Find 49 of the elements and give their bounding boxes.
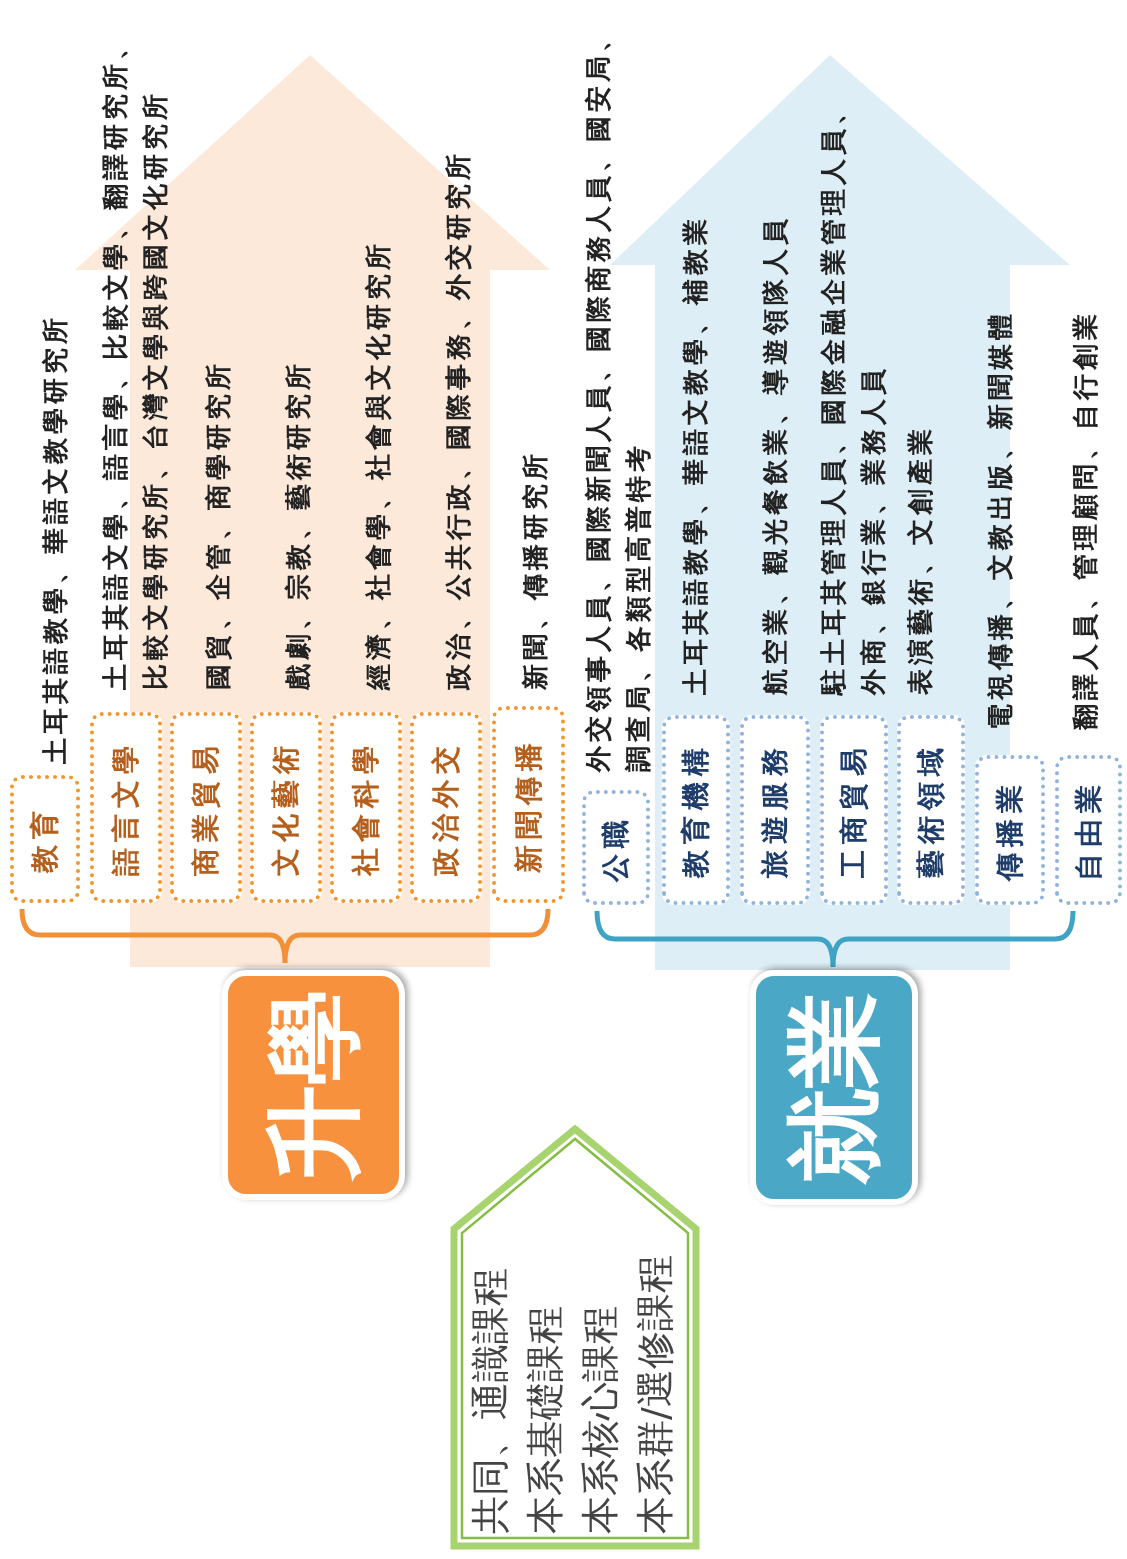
destination-text: 外交領事人員、國際新聞人員、國際商務人員、國安局、調查局、各類型高普特考 xyxy=(582,21,654,772)
category-label: 教育機構 xyxy=(682,742,710,878)
category-box xyxy=(740,715,810,905)
category-label: 社會科學 xyxy=(352,739,380,876)
category-label: 傳播業 xyxy=(996,779,1024,881)
category-box xyxy=(820,715,888,905)
category-box xyxy=(975,755,1045,905)
title-text: 升學 xyxy=(265,989,362,1181)
destination-text: 土耳其語教學、華語文教學、補教業 xyxy=(679,215,711,695)
category-box xyxy=(1055,755,1122,905)
category-label: 藝術領域 xyxy=(917,742,945,878)
category-box xyxy=(90,712,162,903)
category-box xyxy=(170,712,242,903)
category-label: 文化藝術 xyxy=(272,739,300,876)
destination-text: 駐土耳其管理人員、國際金融企業管理人員、外商、銀行業、業務人員 xyxy=(817,94,889,695)
destination-text: 土耳其語文學、語言學、比較文學、翻譯研究所、比較文學研究所、台灣文學與跨國文化研究所 xyxy=(99,29,171,690)
category-box xyxy=(410,712,482,903)
destination-text: 電視傳播、文教出版、新聞媒體 xyxy=(984,310,1016,730)
destination-text: 航空業、觀光餐飲業、導遊領隊人員 xyxy=(759,215,791,695)
category-label: 新聞傳播 xyxy=(514,736,543,873)
destination-text: 土耳其語教學、華語文教學研究所 xyxy=(39,314,71,764)
category-box xyxy=(492,706,565,903)
category-label: 語言文學 xyxy=(112,739,140,876)
course-text: 本系核心課程 xyxy=(577,1306,623,1534)
title-text: 就業 xyxy=(786,991,882,1184)
category-label: 工商貿易 xyxy=(840,742,868,878)
category-box xyxy=(10,775,80,903)
category-label: 商業貿易 xyxy=(192,739,220,876)
category-box xyxy=(330,712,402,903)
category-label: 公職 xyxy=(602,813,630,882)
destination-text: 新聞、傳播研究所 xyxy=(519,450,551,690)
destination-text: 表演藝術、文創產業 xyxy=(904,425,936,695)
category-box xyxy=(250,712,322,903)
course-text: 共同、通識課程 xyxy=(467,1268,513,1534)
destination-text: 政治、公共行政、國際事務、外交研究所 xyxy=(442,150,474,690)
category-label: 政治外交 xyxy=(432,739,460,876)
destination-text: 國貿、企管、商學研究所 xyxy=(202,360,234,690)
category-box xyxy=(662,715,730,905)
destination-text: 翻譯人員、管理顧問、自行創業 xyxy=(1069,310,1101,730)
course-text: 本系群/選修課程 xyxy=(632,1255,678,1534)
category-box xyxy=(897,715,965,905)
category-label: 教育 xyxy=(31,805,59,873)
category-label: 自由業 xyxy=(1074,779,1103,881)
pentagon-tag xyxy=(450,1125,700,1550)
destination-text: 經濟、社會學、社會與文化研究所 xyxy=(362,240,394,690)
course-text: 本系基礎課程 xyxy=(522,1306,568,1534)
category-label: 旅遊服務 xyxy=(761,742,789,878)
category-box xyxy=(582,790,650,905)
destination-text: 戲劇、宗教、藝術研究所 xyxy=(282,360,314,690)
